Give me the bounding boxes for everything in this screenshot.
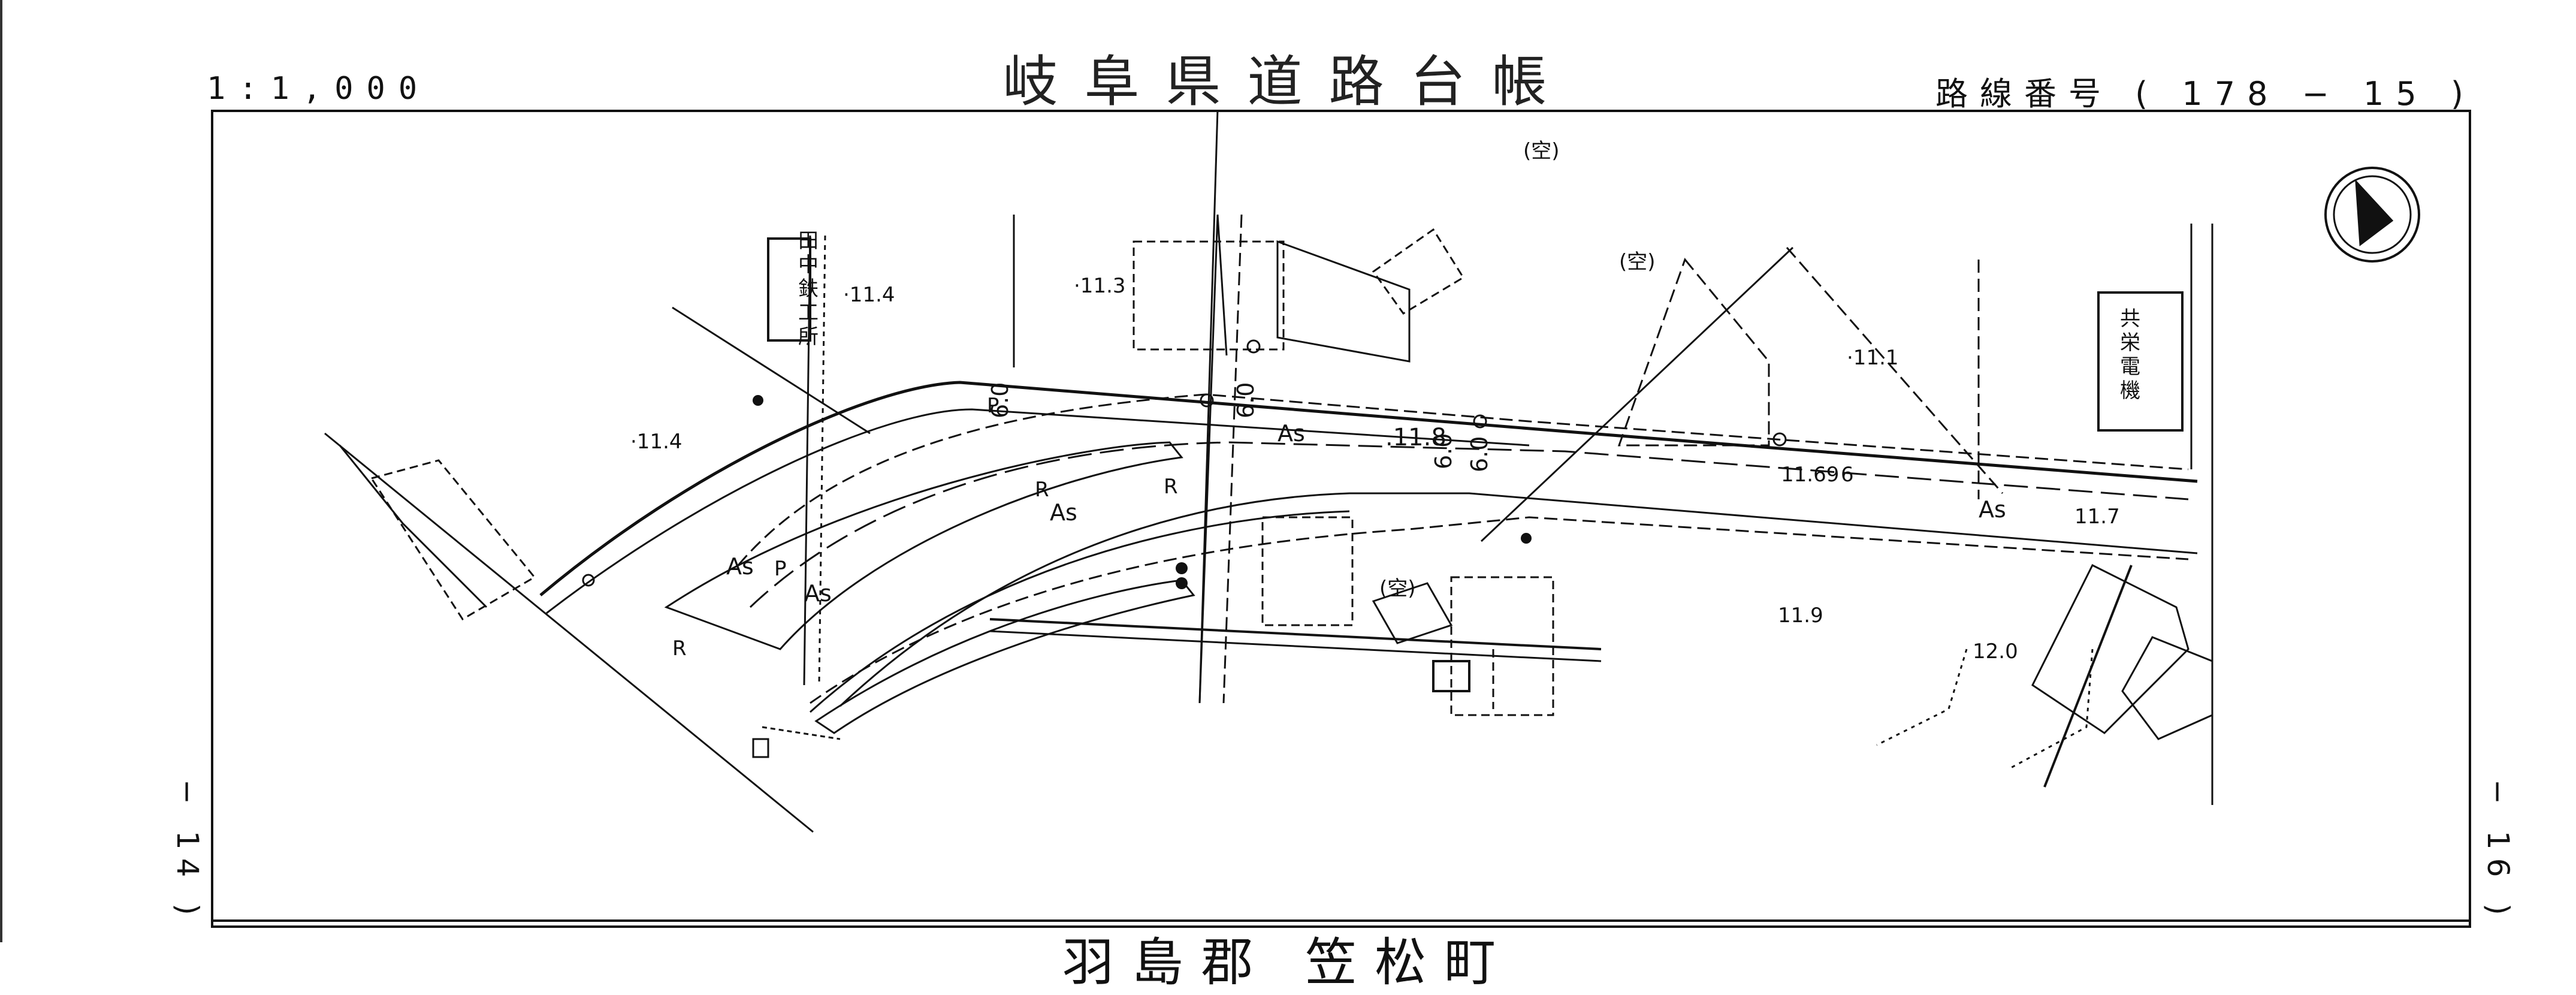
width-label: 6.0 bbox=[1233, 382, 1259, 418]
surface-label: As bbox=[804, 580, 832, 607]
utility-poles bbox=[753, 395, 1532, 589]
surface-label: As bbox=[1979, 496, 2006, 523]
elevation-label: .11.8 bbox=[1385, 424, 1446, 451]
map-frame bbox=[211, 110, 2471, 928]
marker-r: R bbox=[672, 637, 687, 661]
elevation-label: 11.69 bbox=[1781, 463, 1839, 487]
elevation-label: 11.7 bbox=[2074, 505, 2120, 529]
adjacent-sheet-right: − 16 ) bbox=[2481, 779, 2515, 924]
vacant-label: (空) bbox=[1619, 250, 1656, 274]
elevation-label: ·11.1 bbox=[1847, 346, 1899, 370]
district-frame bbox=[211, 919, 2471, 958]
width-label: 6.0 bbox=[1430, 433, 1457, 469]
marker-r: R bbox=[1035, 478, 1049, 502]
map-title: 岐阜県道路台帳 bbox=[1002, 50, 1574, 114]
elevation-label: 12.0 bbox=[1973, 640, 2018, 664]
district-name: 羽島郡 笠松町 bbox=[1062, 933, 1514, 993]
route-label: 路線番号 bbox=[1935, 75, 2113, 113]
elevation-label: ·11.4 bbox=[843, 283, 895, 307]
elevation-label: 11.9 bbox=[1778, 604, 1823, 628]
width-label: 6.0 bbox=[987, 382, 1013, 418]
surface-label: As bbox=[726, 553, 754, 580]
marker-r: R bbox=[1164, 475, 1178, 499]
elevation-label: ·11.4 bbox=[630, 430, 682, 454]
map-scale: 1:1,000 bbox=[207, 71, 431, 107]
building-label-tanaka: 田中鉄工所 bbox=[798, 229, 819, 349]
adjacent-sheet-left: − 14 ) bbox=[170, 779, 205, 924]
marker-p: P bbox=[987, 394, 999, 418]
route-value: ( 178 − 15 ) bbox=[2135, 75, 2475, 113]
marker-6: 6 bbox=[1841, 463, 1854, 487]
road-map: 田中鉄工所 共栄電機 (空) (空) (空) ·11.3 ·11.4 ·11.4… bbox=[324, 110, 2420, 833]
route-number: 路線番号 ( 178 − 15 ) bbox=[1935, 67, 2475, 114]
vacant-label: (空) bbox=[1379, 577, 1416, 601]
north-arrow-icon bbox=[2324, 167, 2420, 263]
surface-label: As bbox=[1278, 420, 1305, 447]
vacant-label: (空) bbox=[1523, 139, 1560, 163]
building-label-kyoei: 共栄電機 bbox=[2120, 307, 2140, 403]
width-label: 6.0 bbox=[1466, 436, 1493, 472]
marker-p: P bbox=[774, 557, 787, 581]
elevation-label: ·11.3 bbox=[1074, 274, 1126, 298]
map-labels: 田中鉄工所 共栄電機 (空) (空) (空) ·11.3 ·11.4 ·11.4… bbox=[630, 139, 2140, 664]
page-left-edge bbox=[0, 0, 2, 942]
surface-label: As bbox=[1050, 499, 1077, 526]
